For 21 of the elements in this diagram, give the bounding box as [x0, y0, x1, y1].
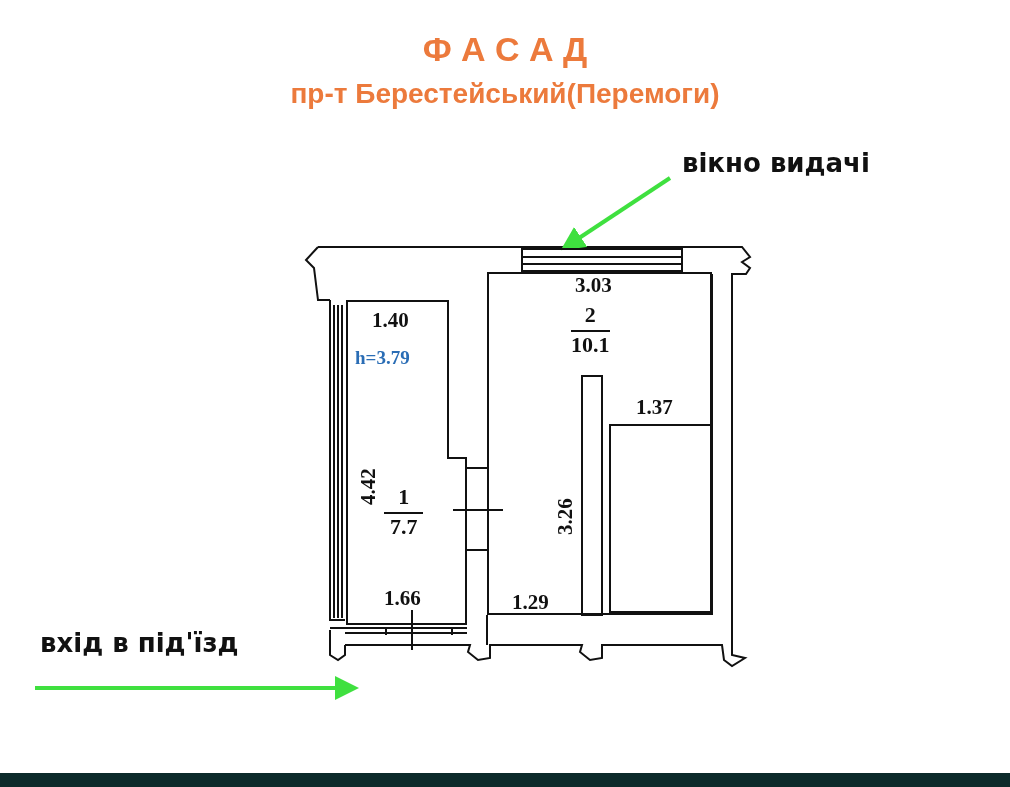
- room-area: 7.7: [384, 514, 424, 541]
- room-outline: [487, 272, 712, 615]
- dimension-label: 3.03: [575, 275, 612, 296]
- height-label: h=3.79: [355, 348, 410, 367]
- dimension-label: 3.26: [555, 498, 576, 535]
- room-area: 10.1: [565, 332, 616, 359]
- room-outline: [346, 300, 467, 625]
- callout-text: вхід в під'їзд: [40, 628, 300, 690]
- room-number: 2: [570, 302, 610, 333]
- dimension-label: 1.66: [384, 588, 421, 609]
- dimension-label: 1.40: [372, 310, 409, 331]
- arrow: [35, 676, 359, 700]
- dimension-label: 1.37: [636, 397, 673, 418]
- subtitle: пр-т Берестейський(Перемоги): [289, 78, 721, 110]
- callout-text: вікно видачі: [682, 148, 942, 188]
- title: Ф А С А Д: [421, 30, 589, 69]
- arrow: [560, 176, 672, 251]
- dimension-label: 1.29: [512, 592, 549, 613]
- room-number: 1: [384, 484, 424, 515]
- window-symbol: [522, 248, 682, 272]
- dimension-label: 4.42: [358, 468, 379, 505]
